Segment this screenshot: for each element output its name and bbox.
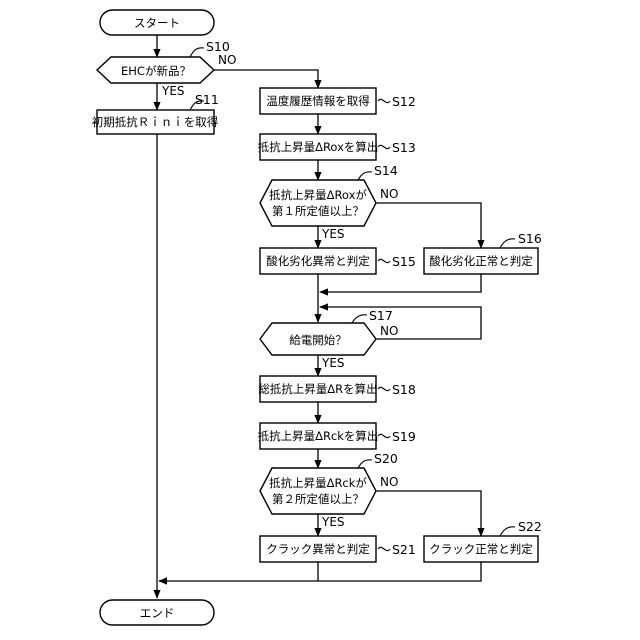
s12-text: 温度履歴情報を取得 xyxy=(266,94,370,108)
s13-text: 抵抗上昇量ΔRoxを算出 xyxy=(258,140,379,154)
s15-leader xyxy=(378,259,390,262)
s19-leader xyxy=(378,434,390,437)
s18-leader xyxy=(378,387,390,390)
s10-no-label: NO xyxy=(218,53,236,67)
s18-step: S18 xyxy=(392,382,416,397)
arrow-s10-s12 xyxy=(212,70,318,88)
s10-yes-label: YES xyxy=(161,84,185,98)
s13-leader xyxy=(378,145,390,148)
process-s11: 初期抵抗Ｒｉｎｉを取得 S11 xyxy=(92,92,219,134)
decision-s10: EHCが新品？ S10 NO YES xyxy=(97,39,236,98)
s16-text: 酸化劣化正常と判定 xyxy=(429,254,533,268)
s10-text: EHCが新品？ xyxy=(121,64,191,78)
s21-step: S21 xyxy=(392,542,416,557)
start-label: スタート xyxy=(134,16,180,30)
s20-no-label: NO xyxy=(380,475,398,489)
s16-leader xyxy=(500,239,515,248)
s20-line2: 第２所定値以上？ xyxy=(272,492,364,506)
arrow-s20-s22 xyxy=(376,491,481,536)
s19-text: 抵抗上昇量ΔRckを算出 xyxy=(258,429,379,443)
process-s21: クラック異常と判定 S21 xyxy=(260,536,416,562)
s12-step: S12 xyxy=(392,94,416,109)
s21-text: クラック異常と判定 xyxy=(266,542,370,556)
s17-yes-label: YES xyxy=(321,356,345,370)
s17-leader xyxy=(352,315,367,323)
s14-yes-label: YES xyxy=(321,227,345,241)
process-s18: 総抵抗上昇量ΔRを算出 S18 xyxy=(258,376,416,402)
s14-leader xyxy=(358,172,372,180)
s16-step: S16 xyxy=(518,231,542,246)
start-terminal: スタート xyxy=(100,10,214,35)
s15-step: S15 xyxy=(392,254,416,269)
s21-leader xyxy=(378,547,390,550)
arrow-s14-s16 xyxy=(376,203,481,248)
s20-yes-label: YES xyxy=(321,515,345,529)
s17-text: 給電開始？ xyxy=(289,333,347,347)
process-s19: 抵抗上昇量ΔRckを算出 S19 xyxy=(258,423,416,449)
process-s16: 酸化劣化正常と判定 S16 xyxy=(424,231,542,274)
s14-step: S14 xyxy=(374,163,398,178)
process-s15: 酸化劣化異常と判定 S15 xyxy=(260,248,416,274)
s20-step: S20 xyxy=(374,451,398,466)
s19-step: S19 xyxy=(392,429,416,444)
s12-leader xyxy=(378,99,390,102)
s14-line2: 第１所定値以上？ xyxy=(272,204,364,218)
s13-step: S13 xyxy=(392,140,416,155)
process-s22: クラック正常と判定 S22 xyxy=(424,519,542,562)
s11-text: 初期抵抗Ｒｉｎｉを取得 xyxy=(92,115,219,129)
decision-s20: 抵抗上昇量ΔRckが 第２所定値以上？ S20 NO YES xyxy=(260,451,398,529)
arrow-s22-merge xyxy=(159,562,481,581)
decision-s14: 抵抗上昇量ΔRoxが 第１所定値以上？ S14 NO YES xyxy=(260,163,398,241)
s15-text: 酸化劣化異常と判定 xyxy=(266,254,370,268)
end-terminal: エンド xyxy=(100,600,214,625)
s22-text: クラック正常と判定 xyxy=(429,542,533,556)
process-s13: 抵抗上昇量ΔRoxを算出 S13 xyxy=(258,134,416,160)
s14-no-label: NO xyxy=(380,187,398,201)
s10-leader xyxy=(190,48,204,57)
s11-step: S11 xyxy=(195,92,219,107)
s17-no-label: NO xyxy=(380,324,398,338)
s17-step: S17 xyxy=(369,308,393,323)
arrow-s16-merge xyxy=(320,274,481,292)
s20-line1: 抵抗上昇量ΔRckが xyxy=(269,476,367,490)
s22-leader xyxy=(500,527,515,536)
s22-step: S22 xyxy=(518,519,542,534)
s18-text: 総抵抗上昇量ΔRを算出 xyxy=(258,382,377,396)
s10-step: S10 xyxy=(206,39,230,54)
end-label: エンド xyxy=(140,606,175,620)
s20-leader xyxy=(358,460,372,468)
s14-line1: 抵抗上昇量ΔRoxが xyxy=(269,188,367,202)
process-s12: 温度履歴情報を取得 S12 xyxy=(260,88,416,114)
